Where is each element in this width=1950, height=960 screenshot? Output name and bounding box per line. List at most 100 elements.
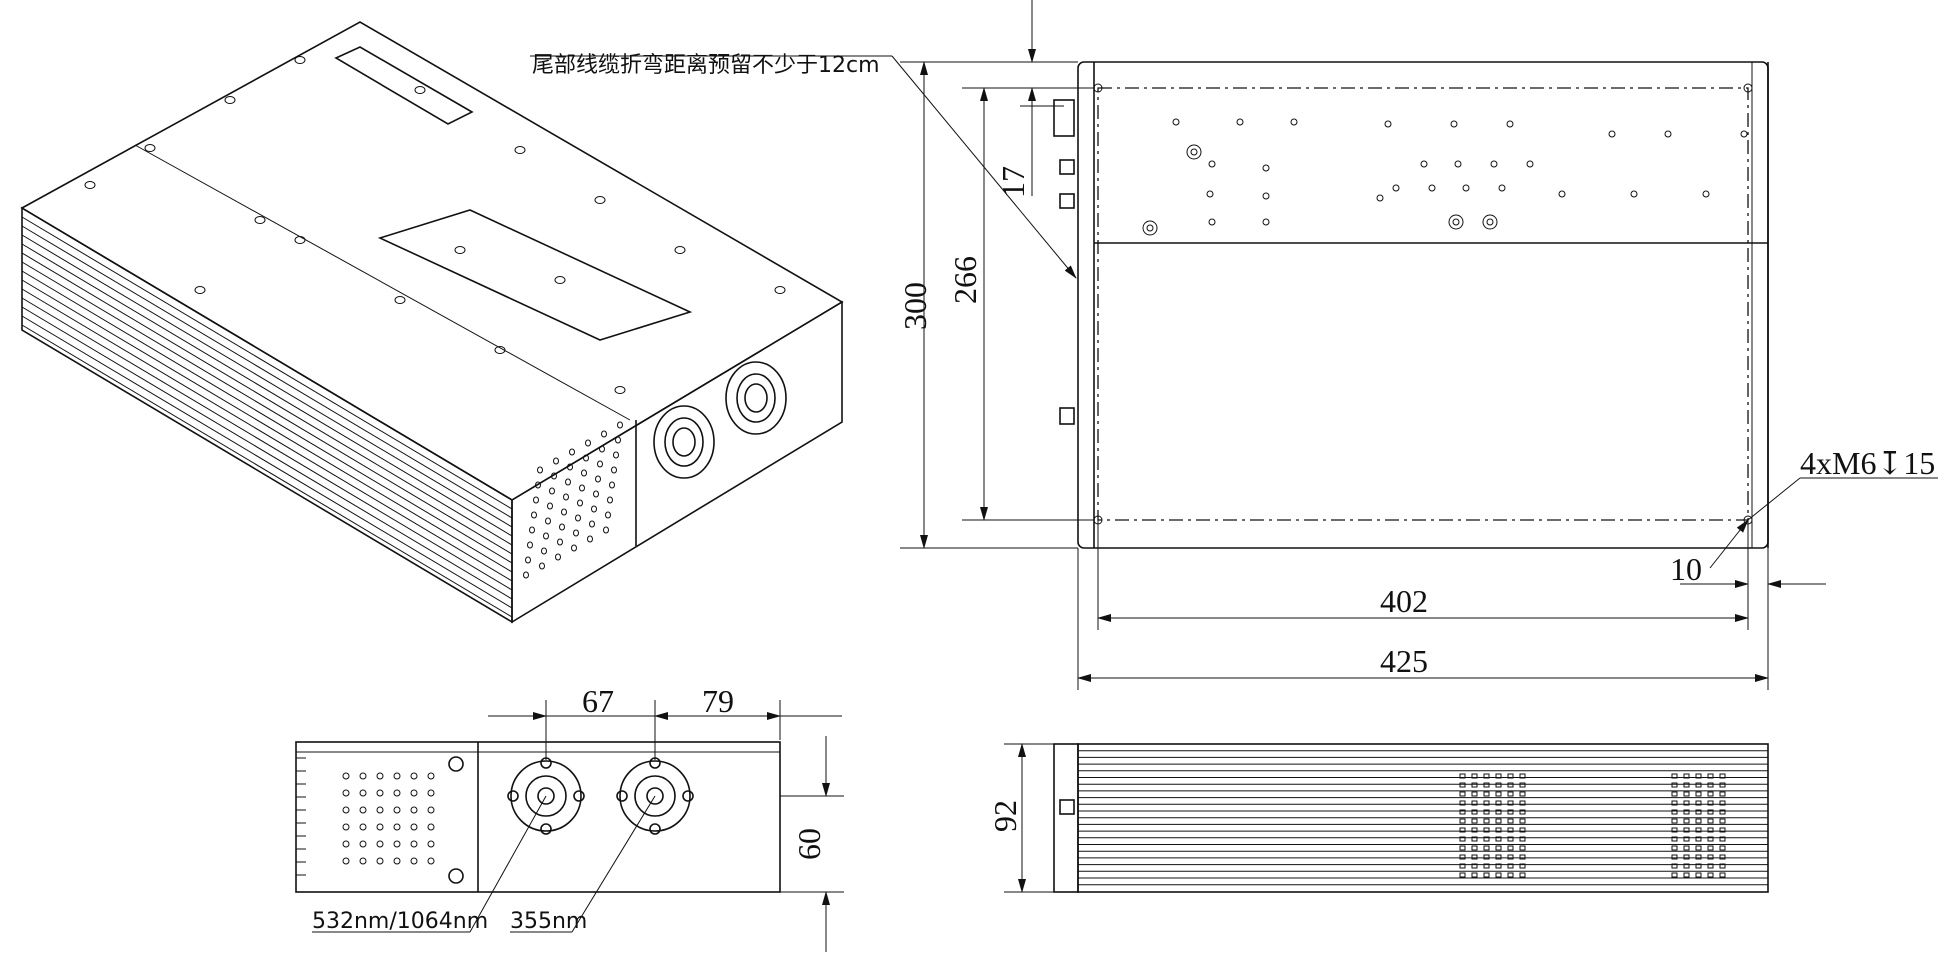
slot (1483, 773, 1490, 779)
slot (1519, 800, 1526, 806)
slot (1483, 872, 1490, 878)
slot (1471, 818, 1478, 824)
slot (1683, 854, 1690, 860)
hole (1392, 184, 1400, 192)
slot (1459, 818, 1466, 824)
cable-bend-note: 尾部线缆折弯距离预留不少于12cm (532, 53, 880, 78)
screw (594, 196, 606, 204)
slot (1459, 845, 1466, 851)
slot (1495, 863, 1502, 869)
vent-hole (376, 857, 384, 865)
vent-hole (569, 448, 575, 456)
hole (1558, 190, 1566, 198)
slot (1707, 791, 1714, 797)
vent-hole (376, 789, 384, 797)
screw (554, 276, 566, 284)
vent-hole (342, 823, 350, 831)
hole (1428, 184, 1436, 192)
hole (1262, 164, 1270, 172)
slot (1683, 827, 1690, 833)
slot (1707, 773, 1714, 779)
slot (1695, 836, 1702, 842)
slot (1471, 836, 1478, 842)
screw (254, 216, 266, 224)
slot (1683, 836, 1690, 842)
slot (1671, 818, 1678, 824)
fin-line (21, 252, 513, 546)
dim-10: 10 (1670, 551, 1702, 587)
vent-hole (571, 544, 577, 552)
slot (1507, 845, 1514, 851)
screw (144, 144, 156, 152)
slot (1719, 836, 1726, 842)
fin-line (21, 216, 513, 510)
slot (1483, 782, 1490, 788)
screw (774, 286, 786, 294)
slot (1695, 782, 1702, 788)
hole (1262, 192, 1270, 200)
vent-hole (393, 823, 401, 831)
slot (1459, 800, 1466, 806)
large-hole (1186, 144, 1202, 160)
vent-hole (393, 840, 401, 848)
slot (1695, 809, 1702, 815)
vent-hole (376, 772, 384, 780)
vent-hole (410, 857, 418, 865)
hole (1262, 218, 1270, 226)
hole (1384, 120, 1392, 128)
vent-hole (359, 823, 367, 831)
vent-hole (376, 823, 384, 831)
vent-hole (549, 487, 555, 495)
isometric-view (20, 21, 844, 624)
slot (1683, 791, 1690, 797)
hole (1454, 160, 1462, 168)
vent-hole (583, 454, 589, 462)
front-view (295, 741, 781, 893)
port-label-355: 355nm (510, 909, 587, 934)
slot (1719, 827, 1726, 833)
slot (1507, 791, 1514, 797)
large-hole-inner (1452, 218, 1460, 226)
hole (1630, 190, 1638, 198)
vent-hole (575, 514, 581, 522)
dimension-lines (312, 0, 1938, 952)
side-view (1053, 743, 1769, 893)
slot (1671, 872, 1678, 878)
slot (1519, 827, 1526, 833)
slot (1495, 773, 1502, 779)
vent-hole (601, 430, 607, 438)
hole (1664, 130, 1672, 138)
vent-hole (607, 496, 613, 504)
fin-line (21, 288, 513, 582)
screw (394, 296, 406, 304)
vent-hole (525, 556, 531, 564)
slot (1495, 872, 1502, 878)
screw (614, 386, 626, 394)
slot (1459, 827, 1466, 833)
large-hole-inner (1486, 218, 1494, 226)
slot (1507, 773, 1514, 779)
screw (414, 86, 426, 94)
slot (1483, 791, 1490, 797)
slot (1507, 836, 1514, 842)
slot (1695, 773, 1702, 779)
slot (1471, 863, 1478, 869)
vent-hole (539, 562, 545, 570)
side-vent-holes (1459, 773, 1726, 878)
slot (1459, 836, 1466, 842)
slot (1719, 845, 1726, 851)
slot (1471, 809, 1478, 815)
vent-hole (531, 511, 537, 519)
vent-hole (615, 436, 621, 444)
dim-17: 17 (995, 166, 1031, 198)
slot (1459, 854, 1466, 860)
slot (1707, 872, 1714, 878)
slot (1695, 854, 1702, 860)
vent-hole (527, 541, 533, 549)
slot (1471, 854, 1478, 860)
slot (1507, 800, 1514, 806)
slot (1507, 872, 1514, 878)
hole (1450, 120, 1458, 128)
vent-hole (545, 517, 551, 525)
large-hole-inner (1190, 148, 1198, 156)
